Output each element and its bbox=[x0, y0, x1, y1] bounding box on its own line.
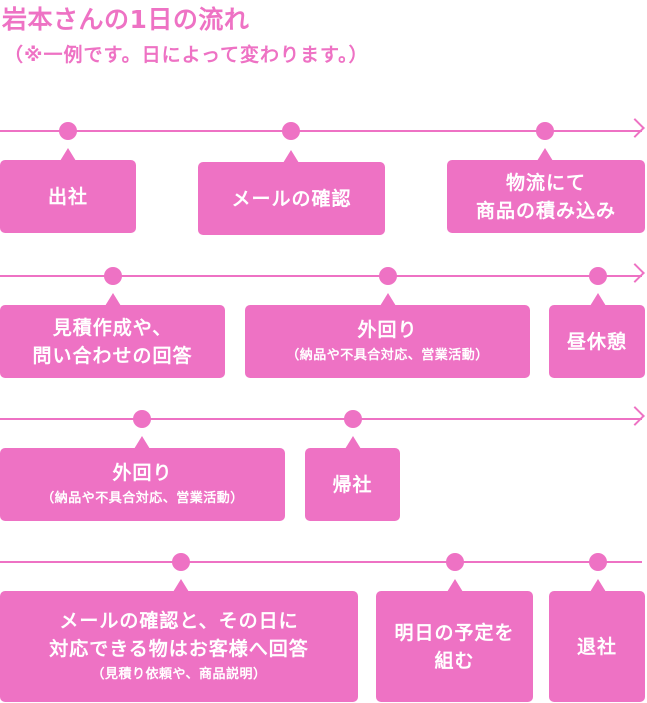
step-label: 問い合わせの回答 bbox=[32, 344, 193, 367]
step-label: メールの確認と、その日に bbox=[59, 609, 299, 632]
step-box-lunch: 昼休憩 bbox=[549, 293, 645, 378]
step-label: 商品の積み込み bbox=[475, 199, 616, 222]
timeline-row-4 bbox=[0, 542, 647, 582]
step-box-load-goods: 物流にて 商品の積み込み bbox=[447, 148, 645, 233]
step-box-return-office: 帰社 bbox=[305, 436, 400, 521]
pointer-triangle bbox=[590, 293, 606, 306]
timeline-row-1 bbox=[0, 111, 647, 151]
timeline-dot bbox=[589, 553, 607, 571]
arrow-right-icon bbox=[625, 118, 645, 138]
pointer-triangle bbox=[60, 148, 76, 161]
step-label: 出社 bbox=[47, 185, 88, 208]
timeline-line bbox=[0, 418, 642, 420]
timeline-dot bbox=[172, 553, 190, 571]
pointer-triangle bbox=[537, 148, 553, 161]
step-box-reply-customers: メールの確認と、その日に 対応できる物はお客様へ回答 （見積り依頼や、商品説明） bbox=[0, 579, 358, 702]
arrow-right-icon bbox=[625, 406, 645, 426]
step-note: （見積り依頼や、商品説明） bbox=[91, 666, 267, 682]
step-box-field-work: 外回り （納品や不具合対応、営業活動） bbox=[245, 293, 530, 378]
step-label: 帰社 bbox=[332, 473, 373, 496]
timeline-dot bbox=[133, 410, 151, 428]
step-label: 明日の予定を bbox=[394, 621, 515, 644]
timeline-dot bbox=[59, 122, 77, 140]
step-box-plan-tomorrow: 明日の予定を 組む bbox=[376, 579, 533, 702]
step-label: 見積作成や、 bbox=[52, 316, 173, 339]
step-label: 対応できる物はお客様へ回答 bbox=[49, 637, 309, 660]
timeline-line bbox=[0, 130, 642, 132]
pointer-triangle bbox=[345, 436, 361, 449]
timeline-dot bbox=[282, 122, 300, 140]
step-label: 外回り bbox=[112, 461, 173, 484]
pointer-triangle bbox=[134, 436, 150, 449]
step-label: 物流にて bbox=[505, 171, 586, 194]
step-note: （納品や不具合対応、営業活動） bbox=[286, 347, 489, 363]
timeline-dot bbox=[344, 410, 362, 428]
step-note: （納品や不具合対応、営業活動） bbox=[41, 490, 244, 506]
timeline-line bbox=[0, 561, 642, 563]
pointer-triangle bbox=[447, 579, 463, 592]
pointer-triangle bbox=[380, 293, 396, 306]
step-box-field-work: 外回り （納品や不具合対応、営業活動） bbox=[0, 436, 285, 521]
timeline-dot bbox=[104, 267, 122, 285]
step-box-check-email: メールの確認 bbox=[198, 150, 385, 235]
timeline-dot bbox=[589, 267, 607, 285]
timeline-dot bbox=[536, 122, 554, 140]
timeline-dot bbox=[446, 553, 464, 571]
timeline-dot bbox=[379, 267, 397, 285]
step-label: 外回り bbox=[357, 318, 418, 341]
timeline-row-3 bbox=[0, 399, 647, 439]
arrow-right-icon bbox=[625, 263, 645, 283]
page-subtitle: （※一例です。日によって変わります。） bbox=[4, 44, 369, 66]
pointer-triangle bbox=[173, 579, 189, 592]
timeline-line bbox=[0, 275, 642, 277]
step-box-estimates: 見積作成や、 問い合わせの回答 bbox=[0, 293, 225, 378]
step-box-arrive-office: 出社 bbox=[0, 148, 136, 233]
timeline-row-2 bbox=[0, 256, 647, 296]
page-title: 岩本さんの1日の流れ bbox=[2, 5, 250, 34]
step-box-leave-office: 退社 bbox=[549, 579, 645, 702]
step-label: 退社 bbox=[576, 635, 617, 658]
step-label: 組む bbox=[434, 649, 475, 672]
pointer-triangle bbox=[590, 579, 606, 592]
pointer-triangle bbox=[283, 150, 299, 163]
pointer-triangle bbox=[105, 293, 121, 306]
step-label: 昼休憩 bbox=[566, 330, 627, 353]
step-label: メールの確認 bbox=[231, 187, 352, 210]
